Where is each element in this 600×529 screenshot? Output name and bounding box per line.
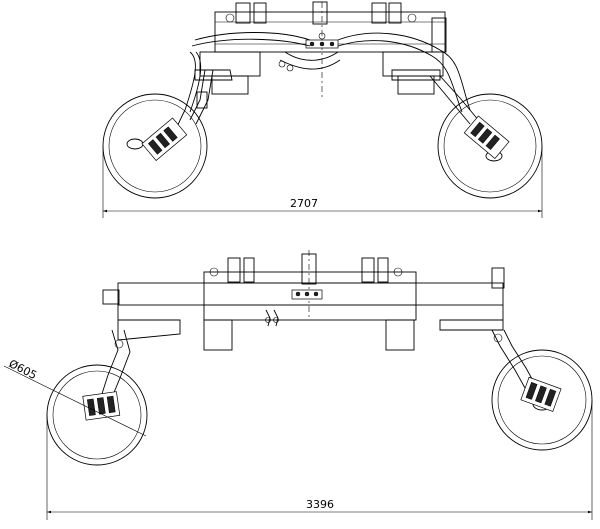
bottom-frame	[102, 250, 505, 351]
bottom-left-wheel: Ø605	[3, 357, 148, 466]
top-right-wheel	[437, 93, 543, 199]
bottom-width-dimension: 3396	[46, 400, 593, 520]
bottom-view: Ø605 3396	[3, 250, 593, 520]
top-frame	[214, 1, 447, 100]
bottom-right-arm	[491, 329, 537, 389]
top-view: 2707	[102, 1, 543, 218]
top-width-label: 2707	[290, 197, 318, 210]
wheel-diameter-label: Ø605	[7, 357, 39, 382]
top-left-arm	[189, 51, 261, 125]
top-hoses	[171, 32, 471, 141]
top-left-wheel	[102, 93, 208, 199]
bottom-right-wheel	[491, 349, 593, 451]
top-right-arm	[382, 51, 481, 125]
bottom-width-label: 3396	[306, 498, 334, 511]
diameter-leader-line	[3, 365, 147, 437]
bottom-left-arm	[99, 329, 131, 403]
top-width-dimension: 2707	[102, 146, 543, 218]
